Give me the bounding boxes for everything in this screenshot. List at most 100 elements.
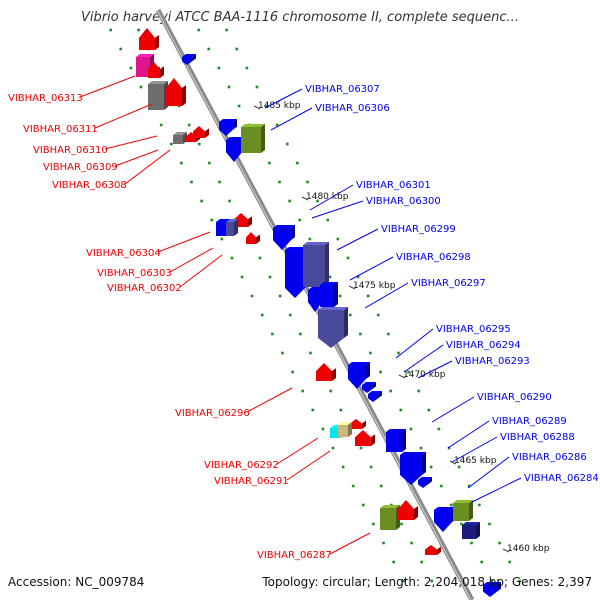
gene-face [216, 222, 228, 236]
track-dot [210, 218, 214, 222]
gene-label[interactable]: VIBHAR_06291 [214, 476, 289, 487]
leader-line [157, 231, 211, 253]
reverse-gene[interactable] [193, 126, 209, 138]
scale-tick-mark [502, 548, 510, 553]
gene-label[interactable]: VIBHAR_06289 [492, 416, 567, 427]
track-dot [338, 294, 342, 298]
reverse-gene[interactable] [355, 430, 375, 446]
track-dot [419, 446, 423, 450]
gene-label[interactable]: VIBHAR_06297 [411, 278, 486, 289]
track-dot [480, 560, 483, 564]
track-dot [397, 351, 400, 355]
forward-gene[interactable] [453, 500, 473, 521]
forward-gene[interactable] [368, 391, 382, 402]
gene-labels[interactable]: VIBHAR_06313VIBHAR_06311VIBHAR_06310VIBH… [8, 84, 599, 561]
scale-tick-mark [301, 196, 309, 201]
track-dot [281, 351, 284, 355]
forward-gene[interactable] [400, 452, 426, 485]
gene-face [362, 385, 372, 393]
reverse-gene[interactable] [166, 78, 186, 106]
reverse-gene[interactable] [139, 28, 159, 50]
leader-line [246, 387, 293, 413]
gene-label[interactable]: VIBHAR_06302 [107, 283, 182, 294]
gene-label[interactable]: VIBHAR_06311 [23, 124, 98, 135]
track-dot [278, 294, 282, 298]
gene-label[interactable]: VIBHAR_06300 [366, 196, 441, 207]
reverse-gene[interactable] [246, 232, 260, 244]
forward-gene[interactable] [241, 124, 265, 153]
reverse-gene[interactable] [338, 422, 352, 437]
gene-face [380, 508, 396, 530]
track-dot [265, 104, 269, 108]
forward-gene[interactable] [182, 54, 196, 65]
track-dot [285, 142, 289, 146]
gene-label[interactable]: VIBHAR_06299 [381, 224, 456, 235]
gene-label[interactable]: VIBHAR_06301 [356, 180, 431, 191]
track-dot [228, 199, 231, 203]
gene-label[interactable]: VIBHAR_06295 [436, 324, 511, 335]
track-dot [220, 237, 224, 241]
forward-gene[interactable] [219, 119, 237, 136]
gene-face [320, 285, 334, 307]
gene-label[interactable]: VIBHAR_06303 [97, 268, 172, 279]
gene-label[interactable]: VIBHAR_06304 [86, 248, 161, 259]
gene-features[interactable] [136, 28, 501, 597]
track-dot [268, 275, 272, 279]
forward-gene[interactable] [303, 242, 329, 287]
forward-gene[interactable] [226, 219, 238, 236]
track-dot [271, 332, 274, 336]
gene-top [173, 132, 187, 135]
gene-face [166, 78, 182, 106]
reverse-gene[interactable] [148, 62, 164, 78]
gene-face [139, 28, 155, 50]
reverse-gene[interactable] [136, 54, 154, 77]
gene-label[interactable]: VIBHAR_06286 [512, 452, 587, 463]
forward-gene[interactable] [320, 282, 338, 307]
gene-label[interactable]: VIBHAR_06307 [305, 84, 380, 95]
forward-gene[interactable] [462, 522, 480, 539]
gene-label[interactable]: VIBHAR_06298 [396, 252, 471, 263]
gene-label[interactable]: VIBHAR_06309 [43, 162, 118, 173]
gene-top [182, 54, 196, 57]
gene-face [453, 503, 469, 521]
leader-line [124, 149, 171, 185]
gene-label[interactable]: VIBHAR_06294 [446, 340, 521, 351]
reverse-gene[interactable] [380, 505, 400, 530]
reverse-gene[interactable] [316, 363, 336, 381]
gene-face [338, 425, 348, 437]
gene-label[interactable]: VIBHAR_06308 [52, 180, 127, 191]
forward-gene[interactable] [434, 507, 456, 532]
track-dot [410, 541, 413, 545]
track-dot [429, 465, 433, 469]
forward-gene[interactable] [418, 477, 432, 488]
track-dot [306, 180, 309, 184]
reverse-gene[interactable] [425, 545, 441, 555]
reverse-gene[interactable] [148, 81, 168, 110]
gene-top [434, 507, 456, 510]
gene-label[interactable]: VIBHAR_06306 [315, 103, 390, 114]
leader-line [104, 135, 158, 150]
gene-side [402, 429, 406, 452]
gene-label[interactable]: VIBHAR_06313 [8, 93, 83, 104]
gene-side [378, 391, 382, 399]
track-dot [245, 66, 249, 70]
forward-gene[interactable] [348, 362, 370, 389]
reverse-gene[interactable] [173, 132, 187, 144]
reverse-gene[interactable] [350, 419, 366, 429]
reverse-gene[interactable] [398, 500, 418, 520]
gene-label[interactable]: VIBHAR_06284 [524, 473, 599, 484]
gene-label[interactable]: VIBHAR_06292 [204, 460, 279, 471]
gene-label[interactable]: VIBHAR_06290 [477, 392, 552, 403]
forward-gene[interactable] [386, 429, 406, 452]
forward-gene[interactable] [362, 382, 376, 393]
forward-gene[interactable] [273, 225, 295, 250]
forward-gene[interactable] [483, 582, 501, 597]
gene-label[interactable]: VIBHAR_06293 [455, 356, 530, 367]
gene-label[interactable]: VIBHAR_06296 [175, 408, 250, 419]
gene-label[interactable]: VIBHAR_06310 [33, 145, 108, 156]
gene-label[interactable]: VIBHAR_06288 [500, 432, 575, 443]
forward-gene[interactable] [318, 307, 348, 348]
track-dot [382, 541, 385, 545]
gene-label[interactable]: VIBHAR_06287 [257, 550, 332, 561]
